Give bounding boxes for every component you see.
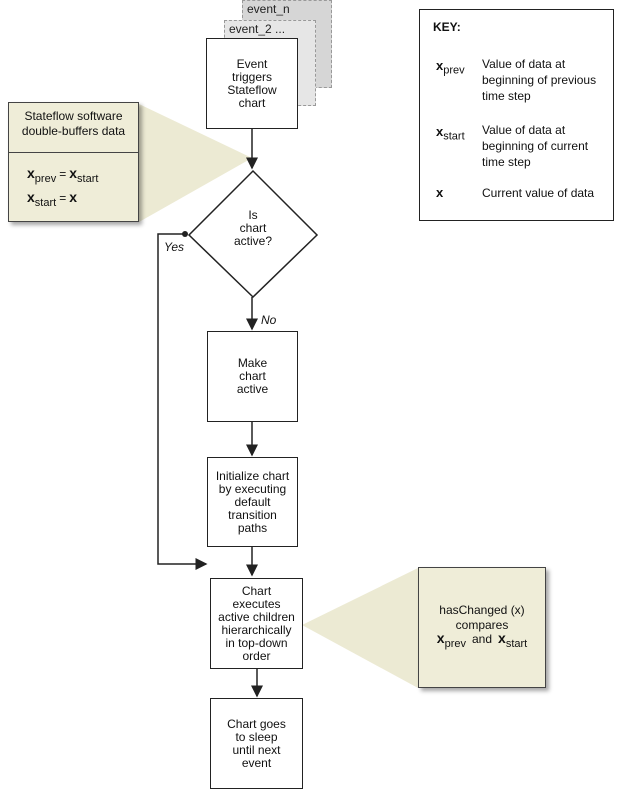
buffer-equation-2: xstart=x	[27, 189, 78, 209]
arrow-yes	[157, 233, 208, 570]
initialize-box: Initialize chart by executing default tr…	[207, 457, 298, 547]
haschanged-callout-wedge	[302, 568, 418, 688]
buffer-callout-wedge	[139, 104, 252, 222]
key-title: KEY:	[433, 20, 461, 34]
key-desc-current: Current value of data	[482, 186, 595, 200]
execute-box: Chart executes active children hierarchi…	[210, 578, 303, 669]
key-symbol-start: xstart	[436, 124, 465, 143]
make-active-box: Make chart active	[207, 331, 298, 422]
haschanged-line1: hasChanged (x)	[439, 603, 525, 617]
key-legend: KEY: xprev Value of data at beginning of…	[419, 9, 614, 221]
buffer-note: Stateflow software double-buffers data x…	[8, 102, 139, 222]
event-trigger-box: Event triggers Stateflow chart	[206, 38, 298, 129]
no-label: No	[261, 313, 277, 327]
buffer-equation-1: xprev=xstart	[27, 165, 99, 185]
key-desc-start: Value of data at beginning of current ti…	[482, 123, 589, 169]
haschanged-line2: compares	[455, 618, 509, 632]
buffer-note-title: Stateflow software double-buffers data	[21, 109, 126, 138]
key-symbol-current: x	[436, 185, 444, 200]
sleep-box: Chart goes to sleep until next event	[210, 698, 303, 789]
decision-label: Is chart active?	[233, 208, 273, 248]
yes-label: Yes	[164, 240, 185, 254]
key-desc-prev: Value of data at beginning of previous t…	[482, 57, 597, 103]
decision-diamond	[187, 169, 319, 299]
key-symbol-prev: xprev	[436, 58, 465, 77]
buffer-note-divider	[9, 152, 138, 153]
